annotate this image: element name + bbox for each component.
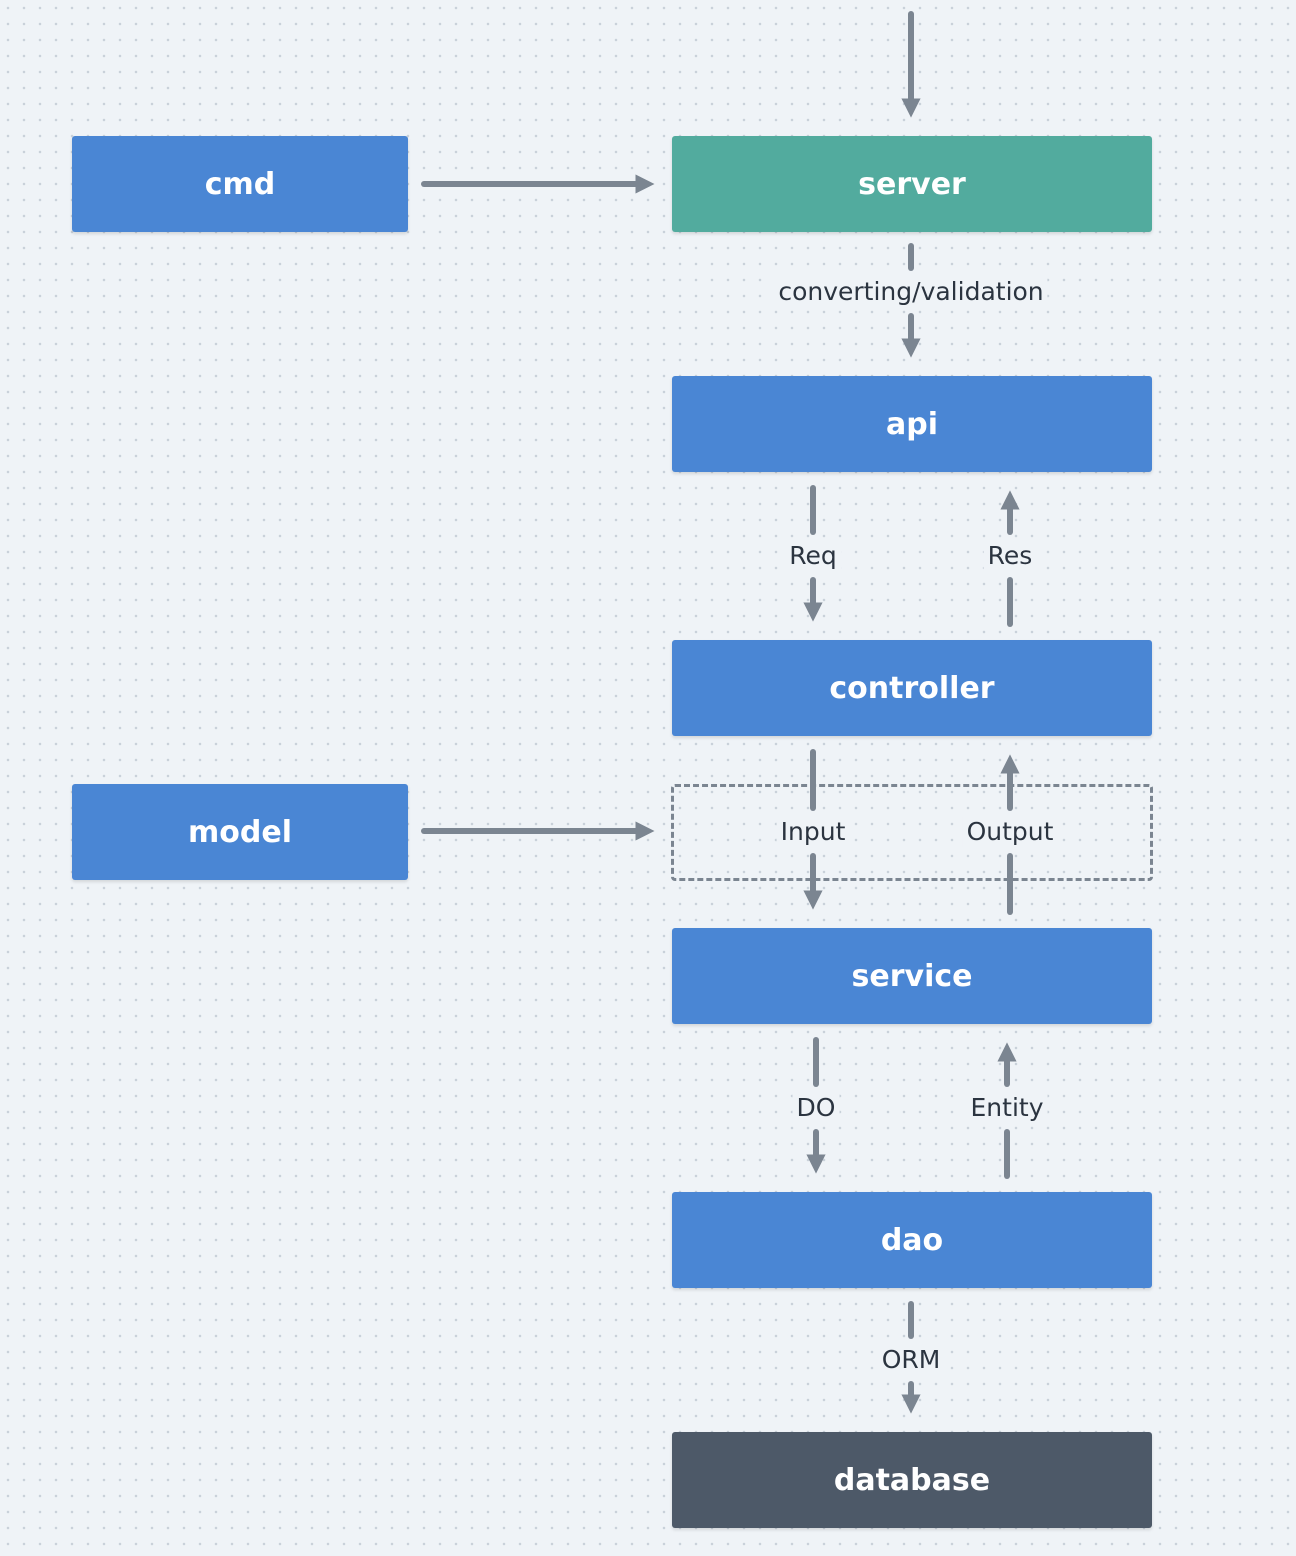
input-output-group (671, 784, 1153, 881)
controller-node[interactable]: controller (672, 640, 1152, 736)
do-label: DO (792, 1093, 840, 1123)
output-label: Output (962, 817, 1058, 847)
dao-node[interactable]: dao (672, 1192, 1152, 1288)
input-label: Input (776, 817, 850, 847)
orm-label: ORM (877, 1345, 945, 1375)
req-label: Req (785, 541, 841, 571)
service-node[interactable]: service (672, 928, 1152, 1024)
model-node[interactable]: model (72, 784, 408, 880)
entity-label: Entity (966, 1093, 1048, 1123)
api-node[interactable]: api (672, 376, 1152, 472)
server-node[interactable]: server (672, 136, 1152, 232)
res-label: Res (983, 541, 1037, 571)
database-node[interactable]: database (672, 1432, 1152, 1528)
converting-validation-label: converting/validation (774, 277, 1048, 307)
cmd-node[interactable]: cmd (72, 136, 408, 232)
